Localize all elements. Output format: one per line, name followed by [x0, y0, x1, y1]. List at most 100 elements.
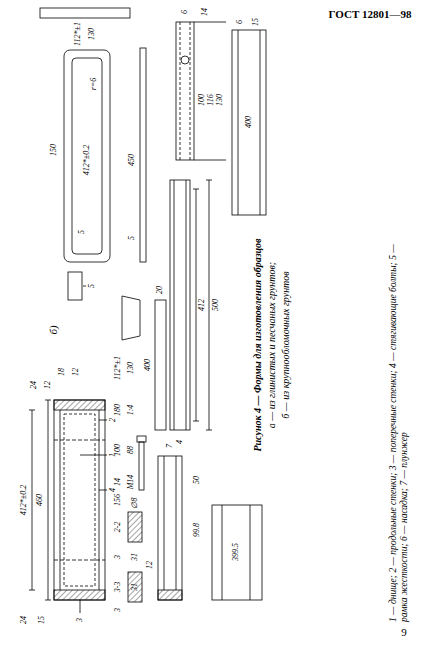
dimension-label: 99.8: [192, 523, 201, 537]
callout-number: 5: [127, 236, 136, 240]
dimension-label: 130: [126, 362, 135, 374]
dimension-label: 50: [192, 476, 201, 484]
dimension-label: 14: [200, 8, 209, 16]
dimension-line: [32, 410, 33, 590]
dimension-label: 14: [113, 478, 122, 486]
dimension-label: 31: [130, 553, 139, 561]
callout-number: 6: [235, 20, 244, 24]
dimension-tick: [193, 421, 199, 422]
caption-line: а — из глинистых и песчаных грунтов;: [266, 262, 278, 428]
running-header: ГОСТ 12801—98: [329, 8, 412, 21]
callout-number: 5: [77, 230, 86, 234]
wall-line: [238, 30, 239, 215]
dimension-tick: [206, 430, 212, 431]
caption-line: б — из крупнообломочных грунтов: [280, 271, 292, 418]
wall-line: [186, 180, 187, 430]
dimension-tick: [193, 189, 199, 190]
bottom-plate: [212, 505, 262, 600]
dimension-label: 130: [87, 28, 96, 40]
bolt-head: [137, 436, 146, 442]
bolt-shank: [139, 442, 144, 490]
dimension-label: 450: [127, 154, 136, 166]
tapered-insert: [122, 296, 140, 340]
callout-number: 4: [175, 440, 184, 444]
dimension-label: 412: [197, 299, 206, 311]
dimension-label: 88: [126, 446, 135, 454]
wall-line: [250, 505, 251, 600]
dimension-label: 180: [113, 404, 122, 416]
dimension-tick: [45, 600, 51, 601]
hidden-line: [180, 22, 181, 160]
frame-bar: [40, 8, 130, 18]
dimension-label: 24: [19, 616, 28, 624]
dimension-label: 112*±1: [113, 356, 122, 380]
wall-line: [176, 456, 177, 590]
frame-detail: [68, 272, 82, 300]
dimension-line: [209, 180, 210, 430]
leader-line: [80, 455, 107, 456]
dimension-label: 3-3: [113, 582, 122, 593]
dimension-label: 2-2: [113, 522, 122, 533]
callout-number: 3: [113, 555, 122, 559]
dimension-tick: [29, 410, 35, 411]
section-3-3: [128, 572, 142, 602]
callout-number: 3: [75, 618, 84, 622]
dimension-label: 156: [113, 494, 122, 506]
plunger: [158, 456, 182, 600]
leader-line: [83, 286, 86, 287]
dimension-label: 1:4: [126, 405, 135, 416]
figure-caption: Рисунок 4 — Формы для изготовления образ…: [252, 238, 264, 451]
stiffening-frame: [64, 50, 110, 262]
mold-body: [54, 400, 105, 600]
callout-number: 4: [108, 488, 117, 492]
end-wall: [54, 590, 105, 600]
bolt-line: [54, 560, 105, 561]
figure-label: б): [47, 325, 60, 334]
callout-number: 7: [165, 444, 174, 448]
dimension-label: 460: [35, 494, 44, 506]
dimension-label: 400: [143, 359, 152, 371]
dimension-line: [196, 189, 197, 421]
parts-note: 1 — днище; 2 — продольные стенки; 3 — по…: [388, 244, 410, 622]
stiffener-strip: [155, 300, 166, 430]
frame-side: [140, 48, 146, 262]
dimension-tick: [45, 400, 51, 401]
dimension-label: 15: [37, 616, 46, 624]
dimension-label: 400: [244, 116, 253, 128]
dimension-label: 20: [155, 286, 164, 294]
callout-number: 5: [87, 284, 96, 288]
longitudinal-wall: [170, 180, 190, 430]
dimension-label: 100: [113, 444, 122, 456]
page-number: 9: [401, 626, 407, 639]
bolt-line: [54, 440, 105, 441]
dimension-tick: [206, 180, 212, 181]
drawing-stroke: [29, 8, 266, 613]
wall-line: [99, 410, 100, 590]
dimension-label: 500: [211, 299, 220, 311]
dimension-label: 12: [43, 381, 52, 389]
leader-line: [99, 420, 107, 421]
end-wall: [54, 400, 105, 410]
wall-line: [222, 505, 223, 600]
dimension-label: М14: [126, 475, 135, 490]
dimension-label: 412*±0.2: [19, 485, 28, 515]
dimension-label: 31: [130, 583, 139, 591]
leader-line: [80, 600, 81, 613]
wall-line: [164, 456, 165, 590]
hidden-outline: [64, 414, 95, 586]
dimension-label: 15: [251, 18, 260, 26]
wall-line: [174, 180, 175, 430]
dimension-label: 24: [29, 381, 38, 389]
nozzle: [176, 22, 194, 160]
leader-line: [99, 490, 107, 491]
stiffening-frame-inner: [72, 58, 102, 254]
wall-line: [60, 410, 61, 590]
dimension-line: [48, 400, 49, 600]
section-2-2: [128, 512, 142, 542]
dimension-tick: [29, 590, 35, 591]
plunger-plate: [158, 590, 182, 600]
dimension-label: 412*±0.2: [82, 145, 91, 175]
callout-number: 6: [180, 10, 189, 14]
dimension-label: 18: [57, 368, 66, 376]
